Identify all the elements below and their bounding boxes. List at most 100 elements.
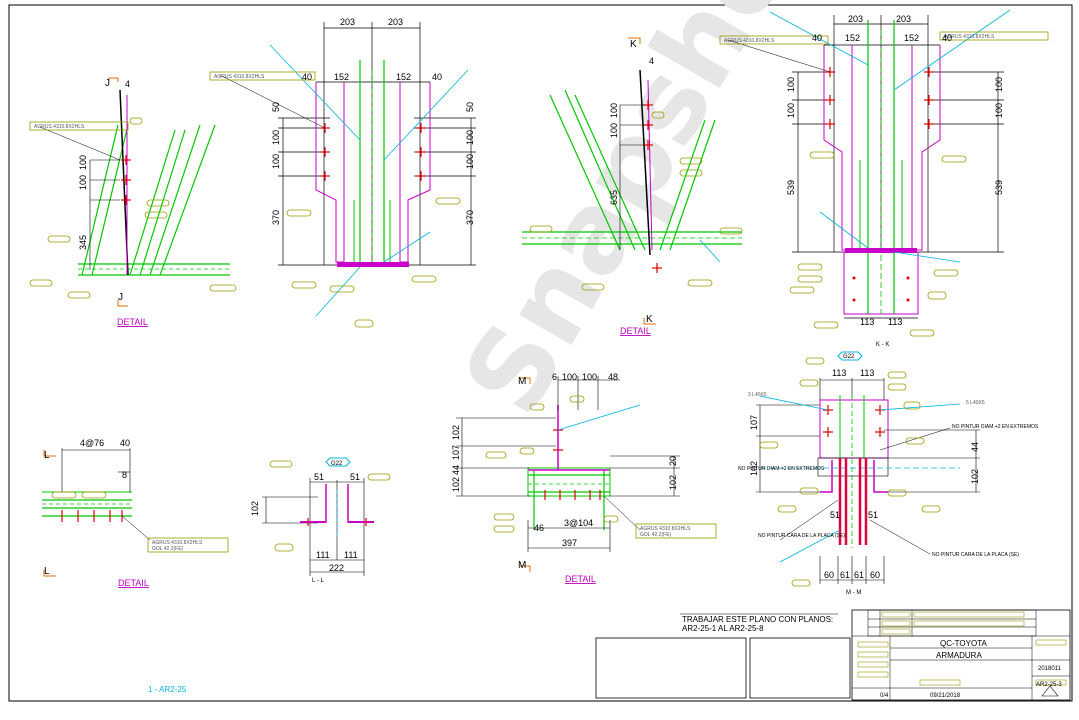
section-mm-title: M - M: [846, 590, 861, 596]
detail-m-dim: 3@104: [564, 518, 593, 528]
detail-m-dim: 397: [562, 538, 577, 548]
detail-j-tag: AGRUS 4310.8X2HLS: [34, 124, 85, 130]
footer-reference: 1 - AR2-25: [148, 685, 187, 694]
detail-l-dim: 8: [122, 470, 127, 480]
section-ll-badge: G22: [331, 461, 343, 467]
detail-m-dim: 107: [451, 445, 461, 460]
title-block: QC-TOYOTA ARMADURA 2018011 AR2-25-3 0/4 …: [851, 609, 1071, 701]
blank-box-1: [595, 637, 747, 699]
detail-k-title: DETAIL: [620, 326, 651, 336]
detail-m-dim: 6: [552, 372, 557, 382]
detail-m-dim: 102: [451, 477, 461, 492]
watermark: Snapshot: [439, 0, 841, 435]
detail-l-title: DETAIL: [118, 578, 149, 588]
section-mm-dim: 60: [870, 570, 880, 580]
section-top-dim: 370: [465, 210, 475, 225]
section-top-dim: 100: [271, 130, 281, 145]
detail-m-dim: 20: [668, 456, 678, 466]
section-kk-dim: 113: [888, 317, 902, 327]
section-mm-dim: 60: [824, 570, 834, 580]
sheet-border: [8, 4, 1073, 702]
section-kk-dim: 203: [896, 14, 911, 24]
section-top-dim: 370: [271, 210, 281, 225]
section-ll-dim: 222: [329, 563, 344, 573]
section-kk-tag: AGRUS 4310.8X2HLS: [724, 38, 775, 44]
detail-k-dim: 100: [609, 123, 619, 138]
section-mm-dim: 102: [749, 461, 759, 476]
title-block-client: QC-TOYOTA: [940, 639, 987, 648]
detail-m-dim: 46: [534, 523, 544, 533]
section-kk: AGRUS 4310.8X2HLS AGRUS 4310.8X2HLS 203 …: [719, 9, 1049, 348]
section-top-dim: 40: [432, 72, 442, 82]
detail-j-dim: 100: [78, 175, 88, 190]
detail-m-dim: 100: [562, 372, 577, 382]
section-ll-dim: 111: [344, 550, 358, 560]
detail-m-mark-bottom: M: [518, 560, 526, 571]
detail-k-dim: 635: [609, 190, 619, 205]
section-mm-dim: 113: [860, 368, 874, 378]
section-mm-dim: 107: [749, 415, 759, 430]
detail-k-dim: 100: [609, 103, 619, 118]
title-block-date: 09/21/2018: [930, 693, 961, 699]
section-kk-dim: 40: [812, 33, 822, 43]
detail-m-title: DETAIL: [565, 574, 596, 584]
section-kk-dim: 100: [994, 103, 1004, 118]
section-mm-dim: 113: [832, 368, 846, 378]
detail-k-mark: K: [630, 39, 637, 50]
detail-k-mark-bottom: K: [646, 314, 653, 325]
title-block-rev: 0/4: [880, 693, 889, 699]
detail-l-mark: L: [44, 450, 50, 461]
section-kk-dim: 40: [942, 33, 952, 43]
section-mm-dim: 102: [970, 469, 980, 484]
section-mm-badge: G22: [843, 354, 855, 360]
detail-l-mark-bottom: L: [44, 566, 50, 577]
section-top-dim: 203: [340, 17, 355, 27]
detail-j-mark-bottom: J: [118, 292, 123, 303]
section-mm-note1: NO PINTUR DIAM.+2 EN EXTREMOS: [952, 424, 1039, 430]
section-kk-dim: 100: [786, 103, 796, 118]
detail-m-dim: 102: [668, 475, 678, 490]
detail-l-tag1: AGRUS 4310.8X2HLS: [152, 540, 203, 546]
general-notes: TRABAJAR ESTE PLANO CON PLANOS: AR2-25-1…: [680, 613, 838, 633]
section-kk-dim: 539: [994, 180, 1004, 195]
section-ll-dim: 102: [250, 501, 260, 516]
notes-line2: AR2-25-1 AL AR2-25-8: [682, 624, 764, 633]
detail-m-dim: 44: [451, 465, 461, 475]
section-kk-dim: 100: [994, 77, 1004, 92]
section-mm-note2: NO PINTUR DIAM.+2 EN EXTREMOS: [738, 466, 825, 472]
detail-m-dim: 48: [608, 372, 618, 382]
detail-j-dim: 345: [78, 235, 88, 250]
section-kk-dim: 539: [786, 180, 796, 195]
section-mm-note3: NO PINTUR CARA DE LA PLACA (SE): [758, 533, 845, 539]
section-top-dim: 100: [271, 154, 281, 169]
section-ll: G22 51 51 102 111 111 222 L - L: [250, 457, 391, 584]
detail-j-dim: 100: [78, 155, 88, 170]
section-top-dim: 50: [271, 102, 281, 112]
title-block-drawing: ARMADURA: [936, 651, 982, 660]
section-kk-title: K - K: [876, 342, 889, 348]
detail-l-tag2: GOL 42.2(FE): [152, 546, 184, 552]
section-top-dim: 100: [465, 130, 475, 145]
detail-m-dim: 102: [451, 425, 461, 440]
detail-m: AGRUS 4310.8X2HLS GOL 42.2(FE) M M 6 100…: [451, 372, 717, 584]
section-ll-dim: 51: [350, 472, 360, 482]
section-mm-dim: 51: [830, 510, 840, 520]
section-top-dim: 40: [302, 72, 312, 82]
section-kk-dim: 113: [860, 317, 874, 327]
detail-l-dim: 4@76: [80, 438, 104, 448]
section-mm-dim: 44: [970, 442, 980, 452]
section-kk-tag-right: AGRUS 4310.8X2HLS: [944, 34, 995, 40]
section-top: AGRUS 4310.8X2HLS 203 203 40 152 152 40 …: [209, 17, 476, 328]
section-top-dim: 50: [465, 102, 475, 112]
section-mm-dim: 61: [854, 570, 864, 580]
title-block-number: 2018011: [1038, 666, 1062, 672]
detail-m-tag1: AGRUS 4310.8X2HLS: [640, 526, 691, 532]
section-kk-dim: 152: [904, 33, 919, 43]
section-mm: G22: [738, 351, 1039, 596]
section-kk-dim: 152: [845, 33, 860, 43]
detail-j-title: DETAIL: [117, 317, 148, 327]
detail-l: AGRUS 4310.8X2HLS GOL 42.2(FE) L L 4@76 …: [42, 438, 229, 588]
section-ll-dim: 111: [316, 550, 330, 560]
